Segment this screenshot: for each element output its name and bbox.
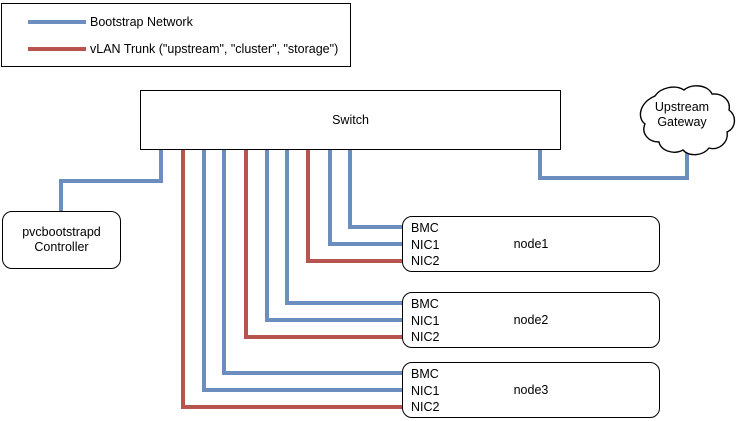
- node2-port-list: BMC NIC1 NIC2: [411, 296, 439, 346]
- node-box-node2[interactable]: BMC NIC1 NIC2 node2: [402, 292, 660, 348]
- node3-port-list: BMC NIC1 NIC2: [411, 366, 439, 416]
- link-switch-gateway: [538, 150, 689, 180]
- node1-port-nic1: NIC1: [411, 237, 440, 252]
- legend-swatch-vlan-trunk: [28, 47, 86, 51]
- legend-item-bootstrap-network: Bootstrap Network: [2, 9, 350, 35]
- node1-port-list: BMC NIC1 NIC2: [411, 220, 439, 270]
- gateway-label-line1: Upstream: [654, 100, 710, 114]
- legend-label-bootstrap-network: Bootstrap Network: [90, 15, 193, 29]
- node1-port-bmc: BMC: [411, 221, 439, 235]
- link-switch-controller: [59, 150, 163, 213]
- controller-label-line2: Controller: [34, 240, 89, 254]
- legend-swatch-bootstrap-network: [28, 20, 86, 24]
- upstream-gateway-cloud: [639, 85, 736, 156]
- switch-node[interactable]: Switch: [140, 90, 561, 150]
- link-switch-node2-nic1: [265, 150, 404, 322]
- node2-port-nic1: NIC1: [411, 313, 440, 328]
- node3-port-bmc: BMC: [411, 367, 439, 381]
- gateway-label-line2: Gateway: [657, 115, 707, 129]
- link-switch-node1-bmc: [348, 150, 404, 229]
- link-switch-node3-nic1: [202, 150, 404, 392]
- link-switch-node3-nic2: [181, 150, 404, 409]
- link-switch-node1-nic1: [328, 150, 404, 246]
- node1-title: node1: [513, 237, 549, 251]
- node2-port-nic2: NIC2: [411, 330, 440, 344]
- node2-title: node2: [513, 313, 549, 327]
- switch-label: Switch: [332, 113, 369, 127]
- node-box-node3[interactable]: BMC NIC1 NIC2 node3: [402, 362, 660, 418]
- legend: Bootstrap Network vLAN Trunk ("upstream"…: [1, 3, 351, 67]
- node3-title: node3: [513, 383, 549, 397]
- node2-port-bmc: BMC: [411, 297, 439, 311]
- controller-label-line1: pvcbootstrapd: [22, 225, 101, 239]
- pvcbootstrapd-controller-node[interactable]: pvcbootstrapd Controller: [2, 211, 121, 269]
- node-box-node1[interactable]: BMC NIC1 NIC2 node1: [402, 216, 660, 272]
- link-switch-node2-bmc: [285, 150, 404, 305]
- node1-port-nic2: NIC2: [411, 254, 440, 268]
- node3-port-nic2: NIC2: [411, 400, 440, 414]
- link-switch-node1-nic2: [306, 150, 404, 263]
- upstream-gateway-label: Upstream Gateway: [636, 100, 728, 130]
- node3-port-nic1: NIC1: [411, 383, 440, 398]
- legend-label-vlan-trunk: vLAN Trunk ("upstream", "cluster", "stor…: [90, 42, 339, 56]
- link-switch-node3-bmc: [222, 150, 404, 375]
- link-switch-node2-nic2: [244, 150, 404, 339]
- legend-item-vlan-trunk: vLAN Trunk ("upstream", "cluster", "stor…: [2, 36, 350, 62]
